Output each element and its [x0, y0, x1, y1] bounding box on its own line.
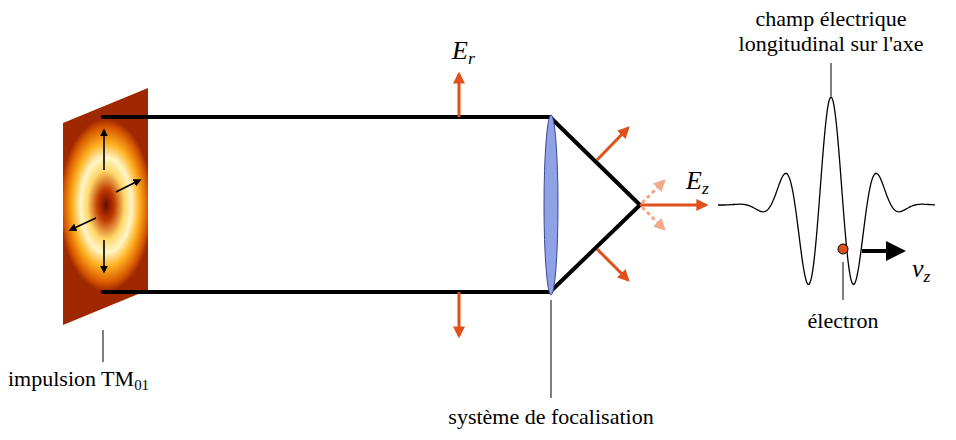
leader-lines [103, 63, 843, 398]
beam-envelope [103, 117, 640, 292]
field-arrows [459, 74, 706, 336]
field-symbol: Ez [686, 166, 709, 198]
polarization-arrows [70, 130, 140, 272]
annotation: électron [808, 308, 879, 333]
annotation: impulsion TM01 [8, 366, 149, 394]
annotation: système de focalisation [448, 404, 653, 429]
field-symbol: Er [452, 36, 475, 68]
electron-dot [838, 244, 848, 254]
lens [544, 115, 558, 295]
tm01-profile [63, 88, 148, 325]
field-waveform [718, 97, 935, 284]
field-arrows-faded [642, 181, 664, 229]
velocity-symbol: vz [912, 254, 930, 286]
annotation: champ électrique longitudinal sur l'axe [716, 6, 946, 57]
velocity-arrow [862, 249, 902, 253]
